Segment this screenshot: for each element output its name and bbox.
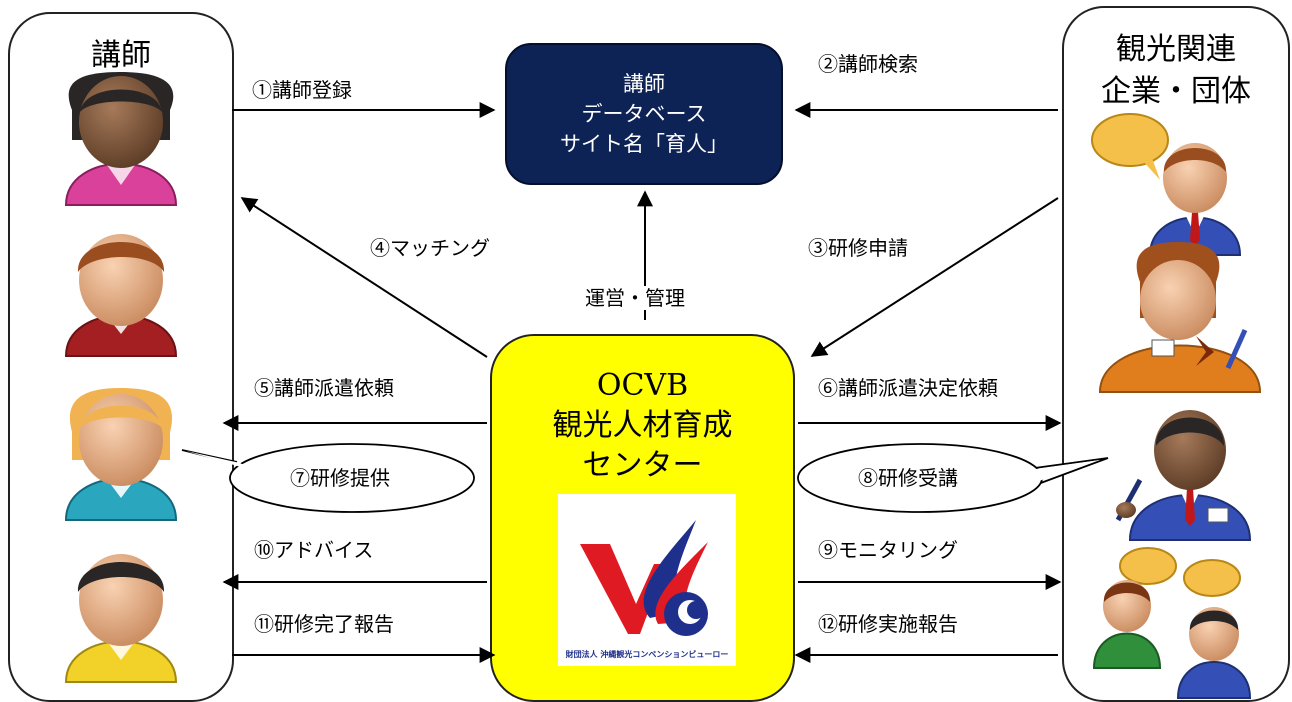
- ocvb-logo-mark-icon: [580, 520, 708, 636]
- instructor-panel-title: 講師: [91, 38, 151, 73]
- blonde-instructor-icon: [64, 388, 178, 521]
- training-provide-text: ⑦研修提供: [290, 466, 390, 490]
- businessman-pen-icon: [1115, 410, 1252, 541]
- label-advice: ⑩アドバイス: [254, 538, 374, 562]
- label-manage: 運営・管理: [585, 286, 685, 310]
- training-attend-text: ⑧研修受講: [858, 466, 958, 490]
- training-provide-bubble: [181, 443, 475, 513]
- instructor-database-box: 講師 データベース サイト名「育人」: [505, 43, 783, 185]
- database-line2: データベース: [581, 102, 707, 126]
- center-line1: OCVB: [596, 368, 689, 403]
- label-completion-report: ⑪研修完了報告: [254, 612, 394, 636]
- label-dispatch-request: ⑤講師派遣依頼: [254, 376, 394, 400]
- center-line2: 観光人材育成: [552, 408, 733, 443]
- ocvb-logo: 財団法人 沖縄観光コンベンションビューロー: [558, 494, 736, 666]
- label-apply: ③研修申請: [808, 236, 908, 260]
- speech-businessman-icon: [1091, 113, 1242, 256]
- training-attend-bubble: [797, 443, 1109, 513]
- two-people-talking-icon: [1092, 547, 1252, 699]
- label-implementation-report: ⑫研修実施報告: [818, 612, 958, 636]
- male-instructor-icon: [64, 234, 178, 357]
- database-line3: サイト名「育人」: [560, 132, 728, 156]
- businesswoman-pen-icon: [1098, 242, 1262, 393]
- arrow-apply: [810, 197, 1059, 357]
- company-panel-title-line2: 企業・団体: [1101, 74, 1251, 109]
- female-instructor-icon: [64, 72, 178, 206]
- label-search: ②講師検索: [818, 52, 918, 76]
- arrow-matching: [240, 197, 488, 358]
- ocvb-center-box: OCVB 観光人材育成 センター 財団法人 沖縄観光コンベンションビューロー: [490, 334, 795, 702]
- label-matching: ④マッチング: [370, 236, 490, 260]
- ocvb-logo-text: 財団法人 沖縄観光コンベンションビューロー: [565, 650, 729, 659]
- center-line3: センター: [582, 448, 703, 483]
- dark-instructor-icon: [64, 554, 178, 683]
- label-register: ①講師登録: [252, 78, 352, 102]
- label-monitoring: ⑨モニタリング: [818, 538, 958, 562]
- label-dispatch-decision: ⑥講師派遣決定依頼: [818, 376, 998, 400]
- database-line1: 講師: [623, 72, 665, 96]
- company-panel-title-line1: 観光関連: [1116, 32, 1236, 67]
